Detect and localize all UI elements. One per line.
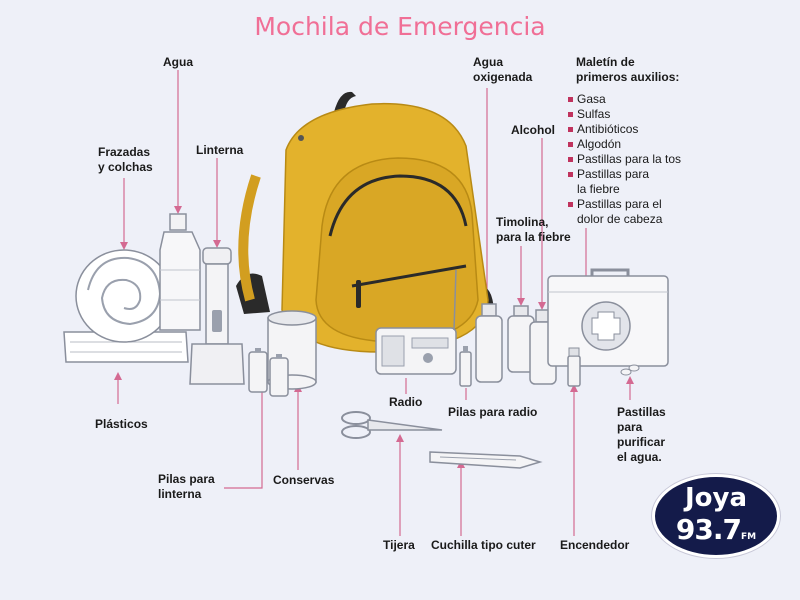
logo-number: 93.7 [675, 513, 742, 546]
first-aid-heading-line1: Maletín de [576, 55, 635, 69]
label-pastillas-line3: purificar [617, 435, 666, 449]
first-aid-item-line: la fiebre [577, 182, 620, 196]
scissors-illustration [341, 411, 443, 439]
label-timolina-line2: para la fiebre [496, 230, 571, 244]
first-aid-item: Pastillas para la tos [568, 152, 681, 167]
hydrogen-peroxide-illustration [475, 303, 503, 383]
label-pilas-linterna-line1: Pilas para [158, 472, 215, 486]
first-aid-item-line: Pastillas para el [577, 197, 662, 211]
label-conservas: Conservas [273, 473, 335, 487]
timolina-bottle-illustration [507, 305, 535, 373]
label-pilas-radio: Pilas para radio [448, 405, 538, 419]
label-plasticos: Plásticos [95, 417, 148, 431]
first-aid-item-line: Pastillas para la tos [577, 152, 682, 166]
label-cuchilla: Cuchilla tipo cuter [431, 538, 536, 552]
blankets-illustration [63, 249, 189, 363]
label-pastillas-line4: el agua. [617, 450, 662, 464]
label-agua-oxigenada-line2: oxigenada [473, 70, 533, 84]
label-agua-oxigenada-line1: Agua [473, 55, 503, 69]
first-aid-item: Antibióticos [568, 122, 681, 137]
label-encendedor: Encendedor [560, 538, 630, 552]
label-pilas-linterna-line2: linterna [158, 487, 202, 501]
first-aid-item-line: Pastillas para [577, 167, 650, 181]
flashlight-illustration [189, 247, 245, 385]
radio-illustration [375, 269, 457, 375]
joya-logo: Joya 93.7FM [652, 474, 780, 558]
label-radio: Radio [389, 395, 423, 409]
label-pastillas-line2: para [617, 420, 643, 434]
label-frazadas-line1: Frazadas [98, 145, 151, 159]
label-tijera: Tijera [383, 538, 415, 552]
purifying-tablets-illustration [620, 364, 640, 376]
first-aid-item-line: Antibióticos [577, 122, 639, 136]
label-timolina-line1: Timolina, [496, 215, 549, 229]
first-aid-item-line: Gasa [577, 92, 606, 106]
first-aid-item-line: dolor de cabeza [577, 212, 663, 226]
first-aid-heading: Maletín de primeros auxilios: [576, 55, 679, 85]
first-aid-heading-line2: primeros auxilios: [576, 70, 680, 84]
first-aid-item-line: Algodón [577, 137, 622, 151]
utility-knife-illustration [429, 451, 543, 469]
label-agua-oxigenada: Agua oxigenada [473, 55, 532, 85]
label-timolina: Timolina, para la fiebre [496, 215, 571, 245]
first-aid-item-line: Sulfas [577, 107, 611, 121]
label-linterna: Linterna [196, 143, 244, 157]
water-bottle-illustration [159, 213, 201, 331]
first-aid-item: Sulfas [568, 107, 681, 122]
label-agua: Agua [163, 55, 193, 69]
radio-batteries-illustration [459, 346, 472, 387]
leader-lines [117, 70, 631, 536]
label-pastillas-line1: Pastillas [617, 405, 666, 419]
backpack-illustration [236, 91, 494, 353]
lighter-illustration [567, 347, 581, 387]
page-title: Mochila de Emergencia [254, 12, 546, 41]
label-alcohol: Alcohol [511, 123, 555, 137]
first-aid-item: Algodón [568, 137, 681, 152]
label-frazadas-line2: y colchas [98, 160, 153, 174]
logo-name: Joya [684, 483, 748, 513]
flashlight-batteries-illustration [248, 348, 289, 397]
logo-frequency: 93.7FM [655, 513, 777, 546]
label-frazadas: Frazadas y colchas [98, 145, 153, 175]
label-pastillas-purificar: Pastillas para purificar el agua. [617, 405, 666, 465]
first-aid-kit-illustration [547, 268, 669, 367]
first-aid-item: Gasa [568, 92, 681, 107]
label-pilas-linterna: Pilas para linterna [158, 472, 215, 502]
logo-fm: FM [740, 532, 757, 542]
